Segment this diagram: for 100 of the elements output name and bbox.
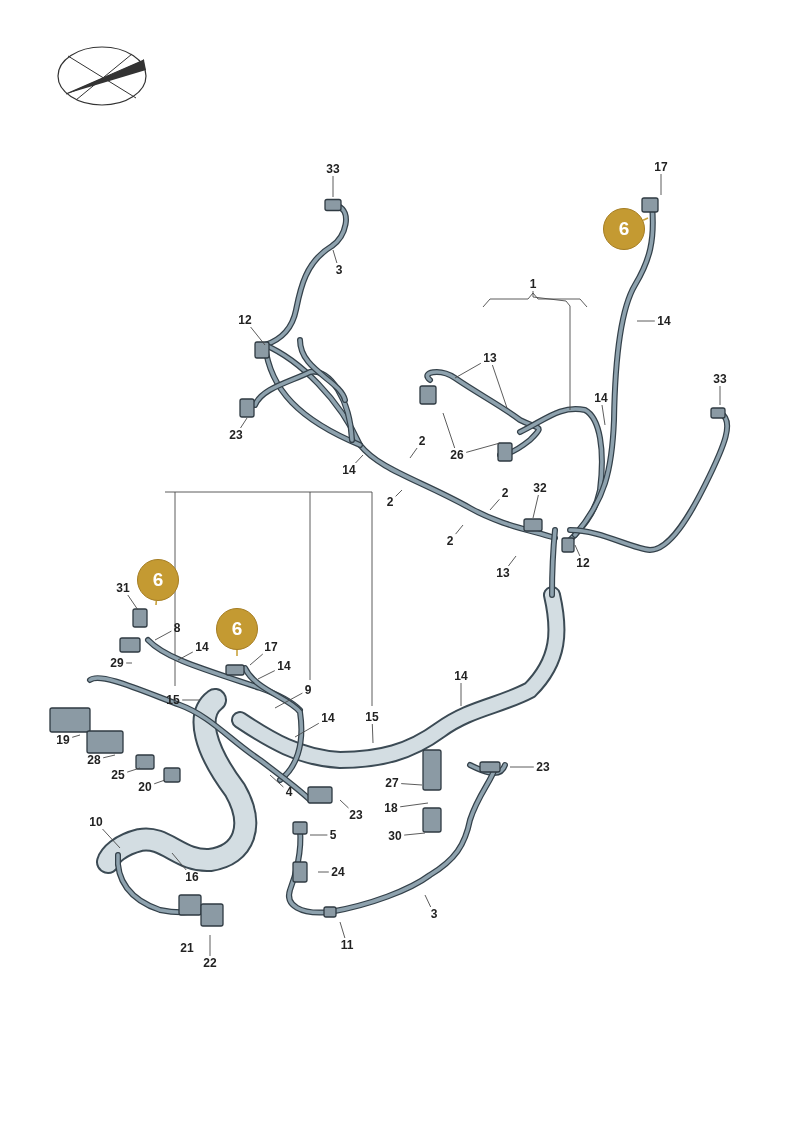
leader-line [274, 692, 303, 709]
callout-number: 12 [237, 313, 253, 327]
leader-line [257, 670, 276, 680]
leader-line [171, 852, 187, 871]
callout-number: 16 [184, 870, 200, 884]
callout-number: 3 [429, 907, 439, 921]
leader-line [127, 594, 139, 611]
callout-number: 23 [535, 760, 551, 774]
leader-line [403, 832, 426, 836]
callout-number: 5 [328, 828, 338, 842]
leader-line [399, 802, 429, 808]
callout-number: 1 [528, 277, 538, 291]
callout-number: 11 [339, 938, 355, 952]
leader-line [332, 249, 338, 264]
leader-line [126, 767, 141, 773]
callout-number: 13 [482, 351, 498, 365]
callout-number: 32 [532, 481, 548, 495]
callout-number: 21 [179, 941, 195, 955]
leader-line [491, 364, 508, 409]
leader-line [154, 630, 172, 641]
leader-line [125, 662, 133, 664]
leader-line [339, 799, 349, 809]
leader-line [489, 498, 500, 511]
callout-number: 14 [276, 659, 292, 673]
leader-line [250, 326, 266, 346]
callout-number: 2 [385, 495, 395, 509]
leader-line [355, 454, 364, 464]
leader-line [339, 921, 346, 939]
callout-number: 13 [495, 566, 511, 580]
leader-line [153, 779, 166, 785]
leader-line [294, 722, 320, 738]
callout-badge: 6 [216, 608, 258, 650]
callout-number: 29 [109, 656, 125, 670]
leader-line [395, 489, 403, 497]
leader-line [601, 404, 606, 426]
leader-line [371, 723, 374, 744]
callout-number: 2 [500, 486, 510, 500]
leader-line [409, 447, 418, 459]
callout-number: 15 [364, 710, 380, 724]
callout-number: 14 [341, 463, 357, 477]
leader-line [636, 320, 656, 322]
leader-line [507, 555, 517, 567]
callout-number: 33 [712, 372, 728, 386]
callout-number: 23 [348, 808, 364, 822]
callout-number: 10 [88, 815, 104, 829]
leader-line [269, 774, 284, 788]
leader-line [532, 290, 571, 411]
leader-line [442, 412, 456, 449]
callout-number: 28 [86, 753, 102, 767]
leader-line [236, 649, 238, 657]
callout-number: 2 [417, 434, 427, 448]
callout-number: 12 [575, 556, 591, 570]
callout-number: 18 [383, 801, 399, 815]
leader-line [102, 754, 116, 759]
callout-number: 17 [263, 640, 279, 654]
leader-line [155, 600, 158, 606]
leader-line [240, 417, 248, 429]
callout-number: 27 [384, 776, 400, 790]
callout-number: 25 [110, 768, 126, 782]
callout-number: 9 [303, 683, 313, 697]
callout-number: 14 [453, 669, 469, 683]
callout-number: 30 [387, 829, 403, 843]
leader-line [317, 871, 330, 873]
leader-line [509, 766, 535, 768]
leader-line [249, 653, 264, 666]
callout-number: 24 [330, 865, 346, 879]
callout-number: 20 [137, 780, 153, 794]
callout-number: 22 [202, 956, 218, 970]
callout-number: 14 [593, 391, 609, 405]
leader-line [181, 699, 201, 701]
leader-line [332, 175, 334, 198]
callout-number: 14 [194, 640, 210, 654]
leader-line [642, 217, 649, 222]
callout-number: 33 [325, 162, 341, 176]
callout-number: 31 [115, 581, 131, 595]
leader-line [465, 442, 501, 453]
leader-line [177, 651, 194, 661]
callout-number: 17 [653, 160, 669, 174]
callout-number: 3 [334, 263, 344, 277]
leader-line [660, 173, 662, 196]
callout-number: 4 [284, 785, 294, 799]
leader-line [102, 828, 121, 849]
leader-line [454, 362, 482, 379]
leader-line [455, 524, 464, 535]
leader-line [209, 934, 211, 957]
leader-line [424, 894, 432, 908]
leader-line [400, 783, 423, 786]
leader-line [719, 385, 721, 406]
callout-number: 8 [172, 621, 182, 635]
callout-number: 14 [656, 314, 672, 328]
leader-line [71, 734, 81, 738]
leader-line [532, 494, 539, 519]
callout-badge: 6 [603, 208, 645, 250]
callout-number: 23 [228, 428, 244, 442]
leader-line [460, 682, 462, 707]
callout-number: 2 [445, 534, 455, 548]
callout-number: 14 [320, 711, 336, 725]
leader-line [574, 544, 581, 557]
callout-number: 19 [55, 733, 71, 747]
callout-badge: 6 [137, 559, 179, 601]
